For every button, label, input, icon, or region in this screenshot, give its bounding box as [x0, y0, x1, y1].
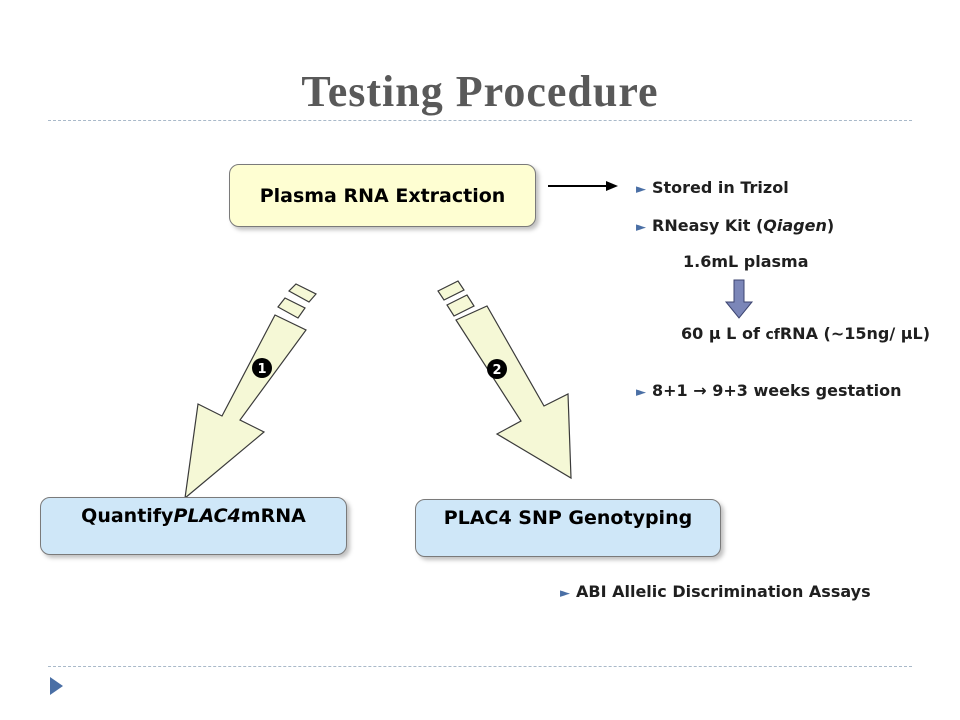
bullet-icon: ► [560, 586, 570, 601]
right-arrow-tail-segment-2 [446, 294, 475, 317]
note-stored: ►Stored in Trizol [636, 178, 789, 197]
left-step-arrow [184, 283, 317, 500]
left-arrow-tail-segment-2 [277, 297, 306, 319]
yield-down-arrow [724, 279, 754, 319]
plasma-rna-extraction-label: Plasma RNA Extraction [259, 184, 506, 207]
slide-title: Testing Procedure [301, 67, 659, 116]
note-rna-yield: 60 μ L of cfRNA (~15ng/ μL) [681, 324, 931, 343]
quantify-label: Quantify PLAC4 mRNA [81, 505, 306, 527]
step-2-number: 2 [492, 363, 501, 378]
note-gestation: ►8+1 → 9+3 weeks gestation [636, 381, 902, 400]
note-plasma-volume: 1.6mL plasma [683, 252, 809, 271]
bullet-icon: ► [636, 385, 646, 400]
slide-nav-triangle-icon [50, 677, 63, 695]
bottom-divider [48, 666, 912, 667]
plasma-rna-extraction-box: Plasma RNA Extraction [229, 164, 536, 227]
right-step-arrow [437, 280, 572, 480]
plac4-snp-genotyping-box: PLAC4 SNP Genotyping [415, 499, 721, 557]
right-arrow-body [455, 305, 572, 480]
step-1-number: 1 [257, 362, 266, 377]
bullet-icon: ► [636, 182, 646, 197]
note-kit: ►RNeasy Kit (Qiagen) [636, 216, 835, 235]
left-arrow-body [184, 314, 307, 500]
top-divider [48, 120, 912, 121]
right-arrow-tail-segment-1 [437, 280, 465, 301]
step-2-badge [487, 359, 507, 379]
plac4-snp-genotyping-label: PLAC4 SNP Genotyping [443, 507, 693, 529]
quantify-plac4-mrna-box: Quantify PLAC4 mRNA [40, 497, 347, 555]
left-arrow-tail-segment-1 [288, 283, 317, 303]
bullet-icon: ► [636, 220, 646, 235]
note-abi-assays: ►ABI Allelic Discrimination Assays [560, 582, 871, 601]
connector-arrowhead [606, 181, 618, 191]
step-1-badge [252, 358, 272, 378]
